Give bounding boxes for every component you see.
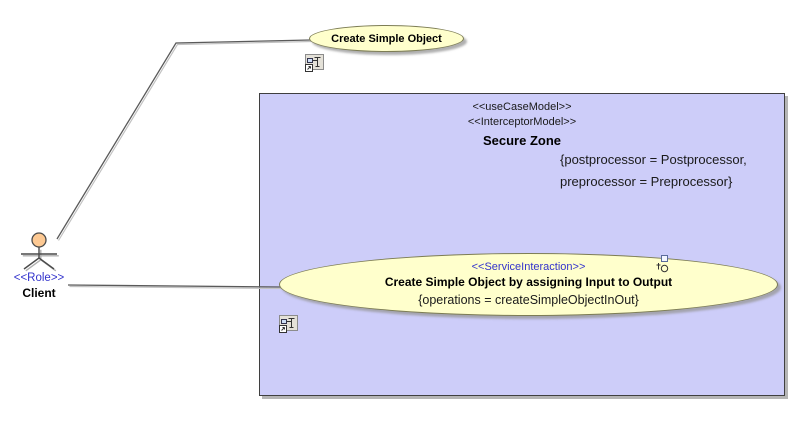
zone-constraints: {postprocessor = Postprocessor, preproce… [560, 149, 778, 193]
diagram-shortcut-icon[interactable] [304, 53, 325, 73]
actor-name: Client [22, 286, 56, 300]
zone-constraint-line: {postprocessor = Postprocessor, [560, 152, 747, 167]
diagram-shortcut-icon[interactable] [278, 314, 299, 334]
usecase-service-interaction[interactable]: <<ServiceInteraction>> Create Simple Obj… [279, 253, 778, 316]
association-client-to-create-simple-object[interactable] [56, 39, 311, 240]
usecase-constraint: {operations = createSimpleObjectInOut} [418, 293, 639, 307]
actor-stick-figure-icon [21, 232, 59, 272]
zone-stereotype-usecasemodel: <<useCaseModel>> [472, 101, 572, 113]
zone-stereotype-interceptormodel: <<InterceptorModel>> [467, 116, 577, 128]
usecase-stereotype: <<ServiceInteraction>> [471, 261, 586, 273]
element-indicator-icon[interactable] [655, 254, 670, 274]
zone-constraint-line: preprocessor = Preprocessor} [560, 174, 733, 189]
usecase-create-simple-object[interactable]: Create Simple Object [309, 25, 464, 52]
usecase-name: Create Simple Object by assigning Input … [384, 275, 673, 289]
secure-zone-package[interactable]: <<useCaseModel>> <<InterceptorModel>> Se… [259, 93, 785, 396]
association-client-to-service-usecase[interactable] [67, 284, 282, 288]
actor-client[interactable]: <<Role>> Client [0, 228, 78, 300]
actor-stereotype: <<Role>> [13, 272, 65, 284]
zone-name: Secure Zone [482, 133, 562, 148]
usecase-name: Create Simple Object [331, 32, 442, 45]
